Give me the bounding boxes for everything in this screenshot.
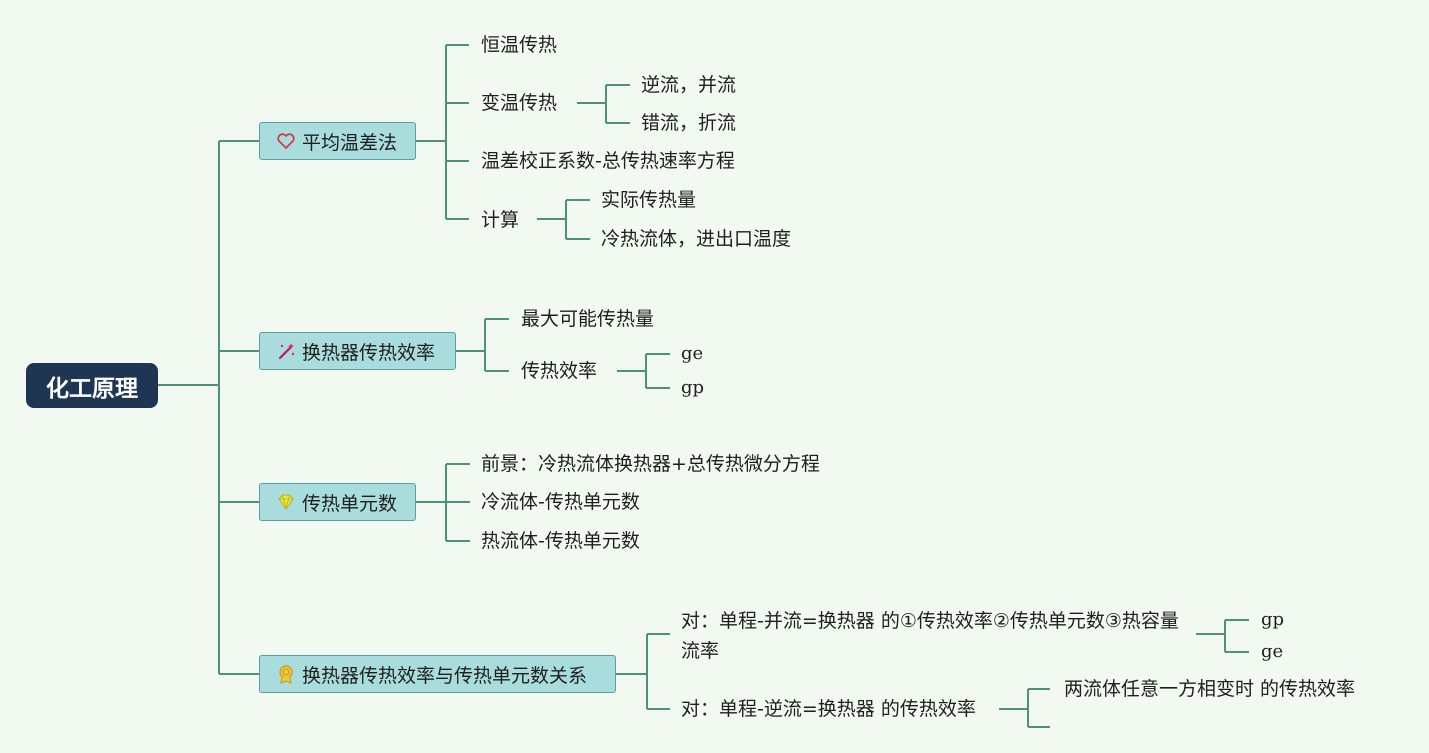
connector-b1c4 bbox=[537, 199, 590, 240]
topic-background[interactable]: 前景：冷热流体换热器+总传热微分方程 bbox=[481, 453, 820, 475]
topic-gp-2[interactable]: gp bbox=[1261, 609, 1285, 630]
connector-b1c2 bbox=[577, 84, 630, 124]
gem-icon bbox=[276, 492, 296, 512]
branch-label: 平均温差法 bbox=[302, 131, 398, 154]
topic-ge-2[interactable]: ge bbox=[1261, 641, 1284, 662]
topic-counter-parallel-flow[interactable]: 逆流，并流 bbox=[641, 74, 737, 96]
magic-wand-icon bbox=[276, 341, 296, 361]
topic-ge[interactable]: ge bbox=[681, 343, 704, 364]
topic-hot-fluid-ntu[interactable]: 热流体-传热单元数 bbox=[481, 530, 640, 552]
connector-b4c1 bbox=[1196, 619, 1249, 653]
topic-cold-fluid-ntu[interactable]: 冷流体-传热单元数 bbox=[481, 491, 640, 513]
branch-average-temp-diff[interactable]: 平均温差法 bbox=[259, 122, 416, 160]
topic-heat-efficiency[interactable]: 传热效率 bbox=[521, 360, 598, 382]
topic-single-pass-parallel[interactable]: 对：单程-并流=换热器 的①传热效率②传热单元数③热容量流率 bbox=[681, 610, 1179, 662]
topic-cross-folded-flow[interactable]: 错流，折流 bbox=[641, 112, 737, 134]
topic-correction-factor[interactable]: 温差校正系数-总传热速率方程 bbox=[481, 150, 735, 172]
branch-label: 传热单元数 bbox=[302, 492, 398, 515]
topic-gp[interactable]: gp bbox=[681, 377, 705, 398]
award-icon bbox=[276, 664, 296, 684]
connector-b4c2 bbox=[999, 688, 1050, 728]
branch-efficiency-ntu-relation[interactable]: 换热器传热效率与传热单元数关系 bbox=[259, 655, 616, 693]
topic-phase-change-efficiency[interactable]: 两流体任意一方相变时 的传热效率 bbox=[1064, 678, 1356, 700]
heart-icon bbox=[276, 131, 296, 151]
branch-label: 换热器传热效率与传热单元数关系 bbox=[302, 664, 588, 687]
topic-actual-heat[interactable]: 实际传热量 bbox=[601, 189, 697, 211]
branch-ntu[interactable]: 传热单元数 bbox=[259, 483, 416, 521]
topic-fluid-temps[interactable]: 冷热流体，进出口温度 bbox=[601, 228, 792, 250]
branch-exchanger-efficiency[interactable]: 换热器传热效率 bbox=[259, 332, 456, 370]
topic-constant-temp[interactable]: 恒温传热 bbox=[481, 34, 558, 56]
connector-b2c2 bbox=[617, 353, 670, 389]
branch-label: 换热器传热效率 bbox=[302, 341, 436, 364]
topic-max-heat[interactable]: 最大可能传热量 bbox=[521, 308, 655, 330]
topic-variable-temp[interactable]: 变温传热 bbox=[481, 92, 558, 114]
root-node[interactable]: 化工原理 bbox=[26, 363, 158, 408]
topic-single-pass-counter[interactable]: 对：单程-逆流=换热器 的传热效率 bbox=[681, 698, 976, 720]
topic-calculation[interactable]: 计算 bbox=[481, 209, 520, 231]
